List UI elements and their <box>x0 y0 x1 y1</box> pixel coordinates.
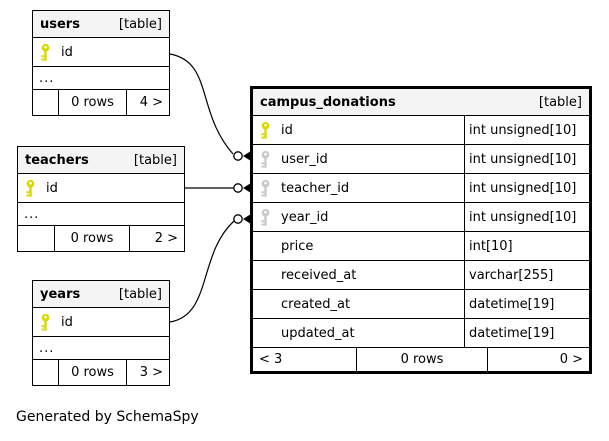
table-type-tag: [table] <box>118 286 162 302</box>
related-tables-right: 2 > <box>154 231 178 246</box>
column-name: user_id <box>281 151 328 167</box>
column-row-id: id <box>33 38 169 67</box>
table-years-header: years [table] <box>33 281 169 308</box>
cardinality-circle-teacher-id <box>233 183 243 193</box>
foreign-key-icon <box>260 178 272 198</box>
related-tables-left <box>33 90 59 115</box>
column-name: year_id <box>281 209 329 225</box>
column-name-cell: teacher_id <box>253 174 465 202</box>
foreign-key-icon <box>260 149 272 169</box>
table-name: teachers <box>25 152 89 168</box>
column-row-updated-at: updated_at datetime[19] <box>253 319 589 348</box>
column-row-price: price int[10] <box>253 232 589 261</box>
cardinality-circle-year-id <box>233 214 243 224</box>
table-name: years <box>40 286 81 302</box>
row-count: 0 rows <box>55 226 130 251</box>
row-count: 0 rows <box>357 348 488 371</box>
table-years[interactable]: years [table] id ... 0 rows 3 > <box>32 280 170 386</box>
more-columns-indicator: ... <box>33 337 169 360</box>
foreign-key-icon <box>260 207 272 227</box>
column-row-user-id: user_id int unsigned[10] <box>253 145 589 174</box>
column-name: created_at <box>281 296 351 312</box>
column-type: datetime[19] <box>469 325 555 341</box>
table-users[interactable]: users [table] id ... 0 rows 4 > <box>32 10 170 116</box>
column-name-cell: received_at <box>253 261 465 289</box>
more-columns-indicator: ... <box>18 203 184 226</box>
table-campus-donations-footer: < 3 0 rows 0 > <box>253 348 589 371</box>
column-type: int unsigned[10] <box>469 122 577 138</box>
arrowhead-teacher-id <box>243 183 251 193</box>
table-campus-donations-header: campus_donations [table] <box>253 89 589 116</box>
column-name-cell: updated_at <box>253 319 465 347</box>
primary-key-icon <box>25 178 37 198</box>
row-count: 0 rows <box>59 360 127 385</box>
table-type-tag: [table] <box>133 152 177 168</box>
related-tables-right: 3 > <box>139 365 163 380</box>
table-teachers[interactable]: teachers [table] id ... 0 rows 2 > <box>17 146 185 252</box>
related-tables-left <box>33 360 59 385</box>
table-users-footer: 0 rows 4 > <box>33 90 169 115</box>
relationship-line-users-to-campus-donations <box>169 53 234 155</box>
column-name: id <box>61 44 73 60</box>
column-name: id <box>281 122 293 138</box>
cardinality-circle-user-id <box>233 151 243 161</box>
column-name: updated_at <box>281 325 355 341</box>
table-campus-donations[interactable]: campus_donations [table] id int unsigned… <box>250 86 592 374</box>
column-name: id <box>61 314 73 330</box>
column-name-cell: user_id <box>253 145 465 173</box>
column-name: teacher_id <box>281 180 350 196</box>
table-users-header: users [table] <box>33 11 169 38</box>
column-type: int[10] <box>469 238 513 254</box>
column-name-cell: created_at <box>253 290 465 318</box>
column-row-id: id <box>18 174 184 203</box>
table-type-tag: [table] <box>118 16 162 32</box>
column-name-cell: price <box>253 232 465 260</box>
column-type: int unsigned[10] <box>469 180 577 196</box>
table-years-footer: 0 rows 3 > <box>33 360 169 385</box>
column-type: int unsigned[10] <box>469 151 577 167</box>
column-row-created-at: created_at datetime[19] <box>253 290 589 319</box>
column-row-id: id int unsigned[10] <box>253 116 589 145</box>
related-tables-right: 4 > <box>139 95 163 110</box>
primary-key-icon <box>40 312 52 332</box>
primary-key-icon <box>260 120 272 140</box>
arrowhead-user-id <box>243 151 251 161</box>
child-tables-count: 0 > <box>559 352 583 367</box>
column-name: price <box>281 238 314 254</box>
row-count: 0 rows <box>59 90 127 115</box>
column-name-cell: year_id <box>253 203 465 231</box>
column-row-year-id: year_id int unsigned[10] <box>253 203 589 232</box>
column-name: id <box>46 180 58 196</box>
table-teachers-header: teachers [table] <box>18 147 184 174</box>
table-teachers-footer: 0 rows 2 > <box>18 226 184 251</box>
column-type: datetime[19] <box>469 296 555 312</box>
relationship-line-years-to-campus-donations <box>169 220 235 323</box>
column-name-cell: id <box>253 116 465 144</box>
primary-key-icon <box>40 42 52 62</box>
parent-tables-count: < 3 <box>253 348 357 371</box>
generated-by-caption: Generated by SchemaSpy <box>16 409 199 425</box>
table-name: campus_donations <box>260 94 396 110</box>
related-tables-left <box>18 226 55 251</box>
table-type-tag: [table] <box>538 94 582 110</box>
column-name: received_at <box>281 267 357 283</box>
column-type: int unsigned[10] <box>469 209 577 225</box>
column-row-received-at: received_at varchar[255] <box>253 261 589 290</box>
column-row-id: id <box>33 308 169 337</box>
arrowhead-year-id <box>243 214 251 224</box>
more-columns-indicator: ... <box>33 67 169 90</box>
column-row-teacher-id: teacher_id int unsigned[10] <box>253 174 589 203</box>
column-type: varchar[255] <box>469 267 554 283</box>
table-name: users <box>40 16 80 32</box>
